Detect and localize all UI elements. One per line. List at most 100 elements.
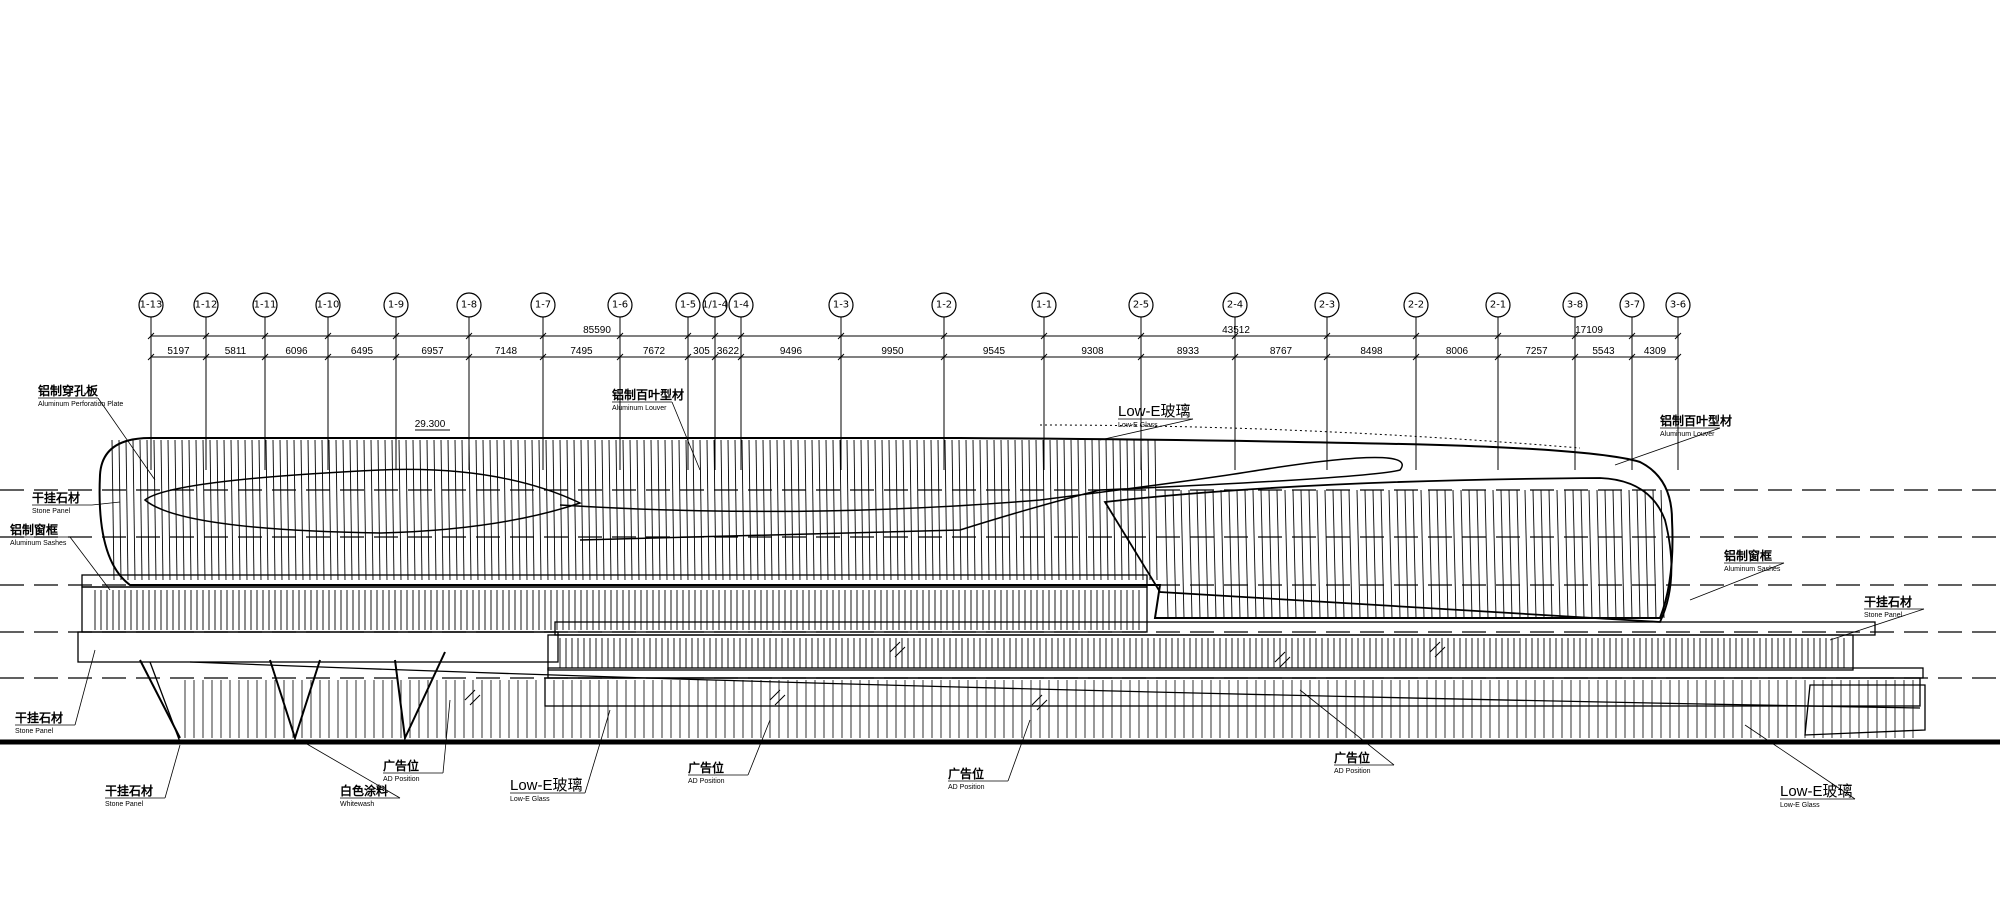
segment-dim: 8498 bbox=[1360, 346, 1383, 357]
label-en: Whitewash bbox=[340, 801, 374, 808]
segment-dim: 7148 bbox=[495, 346, 518, 357]
segment-dim: 8006 bbox=[1446, 346, 1469, 357]
grid-axis-bubble: 3-7 bbox=[1619, 292, 1645, 470]
grid-axis-label: 3-8 bbox=[1567, 300, 1583, 311]
grid-axis-label: 1-3 bbox=[833, 300, 849, 311]
label-cn: 广告位 bbox=[688, 760, 724, 775]
label-cn: Low-E玻璃 bbox=[510, 777, 583, 794]
label-en: AD Position bbox=[948, 784, 985, 791]
label-en: Aluminum Perforation Plate bbox=[38, 401, 123, 408]
grid-axis-bubble: 1-5 bbox=[675, 292, 701, 470]
segment-dim: 7672 bbox=[643, 346, 666, 357]
grid-axis-label: 2-3 bbox=[1319, 300, 1335, 311]
label-cn: Low-E玻璃 bbox=[1118, 403, 1191, 420]
grid-axis-label: 1-2 bbox=[936, 300, 952, 311]
segment-dim: 4309 bbox=[1644, 346, 1667, 357]
material-label: Low-E玻璃 Low-E Glass bbox=[510, 709, 611, 803]
label-en: Stone Panel bbox=[105, 801, 144, 808]
grid-axis-bubble: 1-3 bbox=[828, 292, 854, 470]
grid-axis-label: 1/1-4 bbox=[702, 300, 728, 311]
grid-axis-label: 1-6 bbox=[612, 300, 628, 311]
grid-axis-bubble: 2-3 bbox=[1314, 292, 1340, 470]
label-en: Aluminum Sashes bbox=[1724, 566, 1781, 573]
material-label: 铝制穿孔板 Aluminum Perforation Plate bbox=[38, 383, 156, 481]
segment-dim: 8767 bbox=[1270, 346, 1293, 357]
label-cn: 铝制百叶型材 bbox=[612, 387, 684, 402]
label-en: AD Position bbox=[1334, 768, 1371, 775]
grid-axis-bubble: 2-1 bbox=[1485, 292, 1511, 470]
label-en: Aluminum Louver bbox=[1660, 431, 1715, 438]
segment-dim: 5811 bbox=[225, 346, 247, 357]
grid-axis-bubble: 1-11 bbox=[252, 292, 278, 470]
grid-axis-label: 1-10 bbox=[317, 300, 340, 311]
grid-axis-label: 2-5 bbox=[1133, 300, 1149, 311]
material-label: Low-E玻璃 Low-E Glass bbox=[1099, 403, 1194, 441]
label-en: Low-E Glass bbox=[510, 796, 550, 803]
grid-axis-bubble: 1-13 bbox=[138, 292, 164, 470]
segment-dim: 9308 bbox=[1081, 346, 1104, 357]
label-en: Low-E Glass bbox=[1118, 422, 1158, 429]
label-cn: 铝制窗框 bbox=[1724, 548, 1772, 563]
grid-axes: 1-13 1-12 1-11 1-10 1-9 1-8 1-7 1-6 1-5 1/1-4 1-4 1… bbox=[138, 292, 1691, 470]
grid-axis-bubble: 1/1-4 bbox=[702, 292, 728, 470]
grid-axis-bubble: 3-6 bbox=[1665, 292, 1691, 470]
grid-axis-bubble: 2-4 bbox=[1222, 292, 1248, 470]
segment-dim: 305 bbox=[693, 346, 710, 357]
label-en: AD Position bbox=[383, 776, 420, 783]
label-cn: 干挂石材 bbox=[1864, 594, 1912, 609]
label-cn: 干挂石材 bbox=[32, 490, 80, 505]
grid-axis-bubble: 1-4 bbox=[728, 292, 754, 470]
segment-dim: 6495 bbox=[351, 346, 374, 357]
grid-axis-label: 1-8 bbox=[461, 300, 477, 311]
grid-axis-bubble: 1-10 bbox=[315, 292, 341, 470]
label-en: Aluminum Sashes bbox=[10, 540, 67, 547]
segment-dim: 9950 bbox=[881, 346, 904, 357]
grid-axis-label: 2-1 bbox=[1490, 300, 1506, 311]
grid-axis-bubble: 1-12 bbox=[193, 292, 219, 470]
material-label: 广告位 AD Position bbox=[383, 699, 451, 783]
segment-dim: 8933 bbox=[1177, 346, 1200, 357]
grid-axis-bubble: 1-9 bbox=[383, 292, 409, 470]
grid-axis-bubble: 3-8 bbox=[1562, 292, 1588, 470]
grid-axis-label: 1-12 bbox=[195, 300, 218, 311]
overall-dim-3: 17109 bbox=[1575, 325, 1603, 336]
label-en: AD Position bbox=[688, 778, 725, 785]
label-en: Low-E Glass bbox=[1780, 802, 1820, 809]
building: 29.300 bbox=[77, 419, 1926, 743]
label-cn: 铝制穿孔板 bbox=[38, 383, 99, 398]
overall-dim-2: 43512 bbox=[1222, 325, 1250, 336]
label-cn: 干挂石材 bbox=[15, 710, 63, 725]
segment-dim: 6957 bbox=[421, 346, 444, 357]
grid-axis-label: 1-4 bbox=[733, 300, 749, 311]
segment-dim: 7257 bbox=[1525, 346, 1548, 357]
grid-axis-label: 1-13 bbox=[140, 300, 163, 311]
material-label: 广告位 AD Position bbox=[688, 719, 771, 785]
label-en: Stone Panel bbox=[32, 508, 71, 515]
grid-axis-label: 1-9 bbox=[388, 300, 404, 311]
grid-axis-label: 1-11 bbox=[254, 300, 277, 311]
grid-axis-label: 1-1 bbox=[1036, 300, 1052, 311]
label-cn: 广告位 bbox=[1334, 750, 1370, 765]
segment-dim: 5543 bbox=[1592, 346, 1615, 357]
label-cn: 铝制百叶型材 bbox=[1660, 413, 1732, 428]
grid-axis-label: 1-7 bbox=[535, 300, 551, 311]
grid-axis-label: 1-5 bbox=[680, 300, 696, 311]
level-marker: 29.300 bbox=[415, 419, 446, 430]
grid-axis-bubble: 1-6 bbox=[607, 292, 633, 470]
grid-axis-bubble: 1-7 bbox=[530, 292, 556, 470]
grid-axis-label: 3-6 bbox=[1670, 300, 1686, 311]
label-cn: Low-E玻璃 bbox=[1780, 783, 1853, 800]
material-label: Low-E玻璃 Low-E Glass bbox=[1744, 724, 1856, 809]
grid-axis-label: 2-2 bbox=[1408, 300, 1424, 311]
segment-dim: 9545 bbox=[983, 346, 1006, 357]
label-cn: 广告位 bbox=[383, 758, 419, 773]
